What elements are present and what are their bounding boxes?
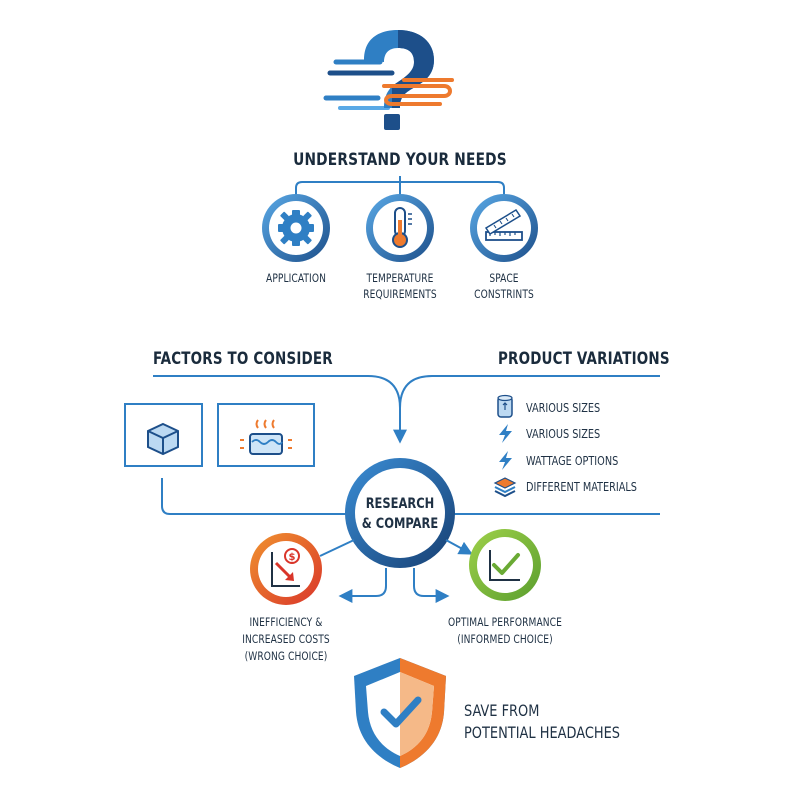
shield-check-icon	[354, 658, 446, 768]
research-compare-node	[345, 458, 455, 568]
bad-outcome-node: $	[250, 533, 322, 605]
svg-text:$: $	[289, 552, 296, 563]
variations-heading: PRODUCT VARIATIONS	[498, 349, 670, 369]
application-node	[262, 194, 330, 262]
cube-icon	[147, 422, 179, 456]
temperature-node	[366, 194, 434, 262]
factor-box-cube	[124, 403, 203, 467]
application-label: APPLICATION	[266, 271, 326, 285]
cylinder-icon	[497, 394, 513, 418]
outcome-lines	[319, 539, 473, 603]
save-label: SAVE FROM POTENTIAL HEADACHES	[464, 701, 621, 742]
heater-icon	[240, 419, 292, 455]
space-node	[470, 194, 538, 262]
factors-heading: FACTORS TO CONSIDER	[153, 349, 333, 369]
good-outcome-node	[469, 529, 541, 601]
bad-outcome-label: INEFFICIENCY & INCREASED COSTS (WRONG CH…	[242, 615, 330, 663]
temperature-label: TEMPERATURE REQUIREMENTS	[363, 271, 437, 301]
research-compare-label: RESEARCH & COMPARE	[361, 496, 439, 532]
lightning-icon	[499, 424, 512, 443]
top-connector	[295, 176, 505, 196]
good-outcome-label: OPTIMAL PERFORMANCE (INFORMED CHOICE)	[448, 615, 562, 646]
ruler-icon	[484, 208, 523, 241]
factor-box-heater	[217, 403, 315, 467]
needs-heading: UNDERSTAND YOUR NEEDS	[293, 150, 507, 170]
checkmark-chart-icon	[489, 550, 520, 581]
cost-decline-icon: $	[271, 548, 300, 587]
thermometer-icon	[392, 207, 412, 248]
variation-label: VARIOUS SIZES	[526, 427, 601, 441]
lightning-icon	[499, 451, 512, 470]
gear-icon	[278, 210, 314, 246]
variation-label: DIFFERENT MATERIALS	[526, 480, 637, 494]
flow-lines	[153, 375, 660, 515]
variation-label: WATTAGE OPTIONS	[526, 454, 619, 468]
question-mark-icon	[323, 30, 454, 130]
layers-icon	[493, 477, 517, 498]
space-label: SPACE CONSTRINTS	[474, 271, 534, 301]
variation-label: VARIOUS SIZES	[526, 401, 601, 415]
